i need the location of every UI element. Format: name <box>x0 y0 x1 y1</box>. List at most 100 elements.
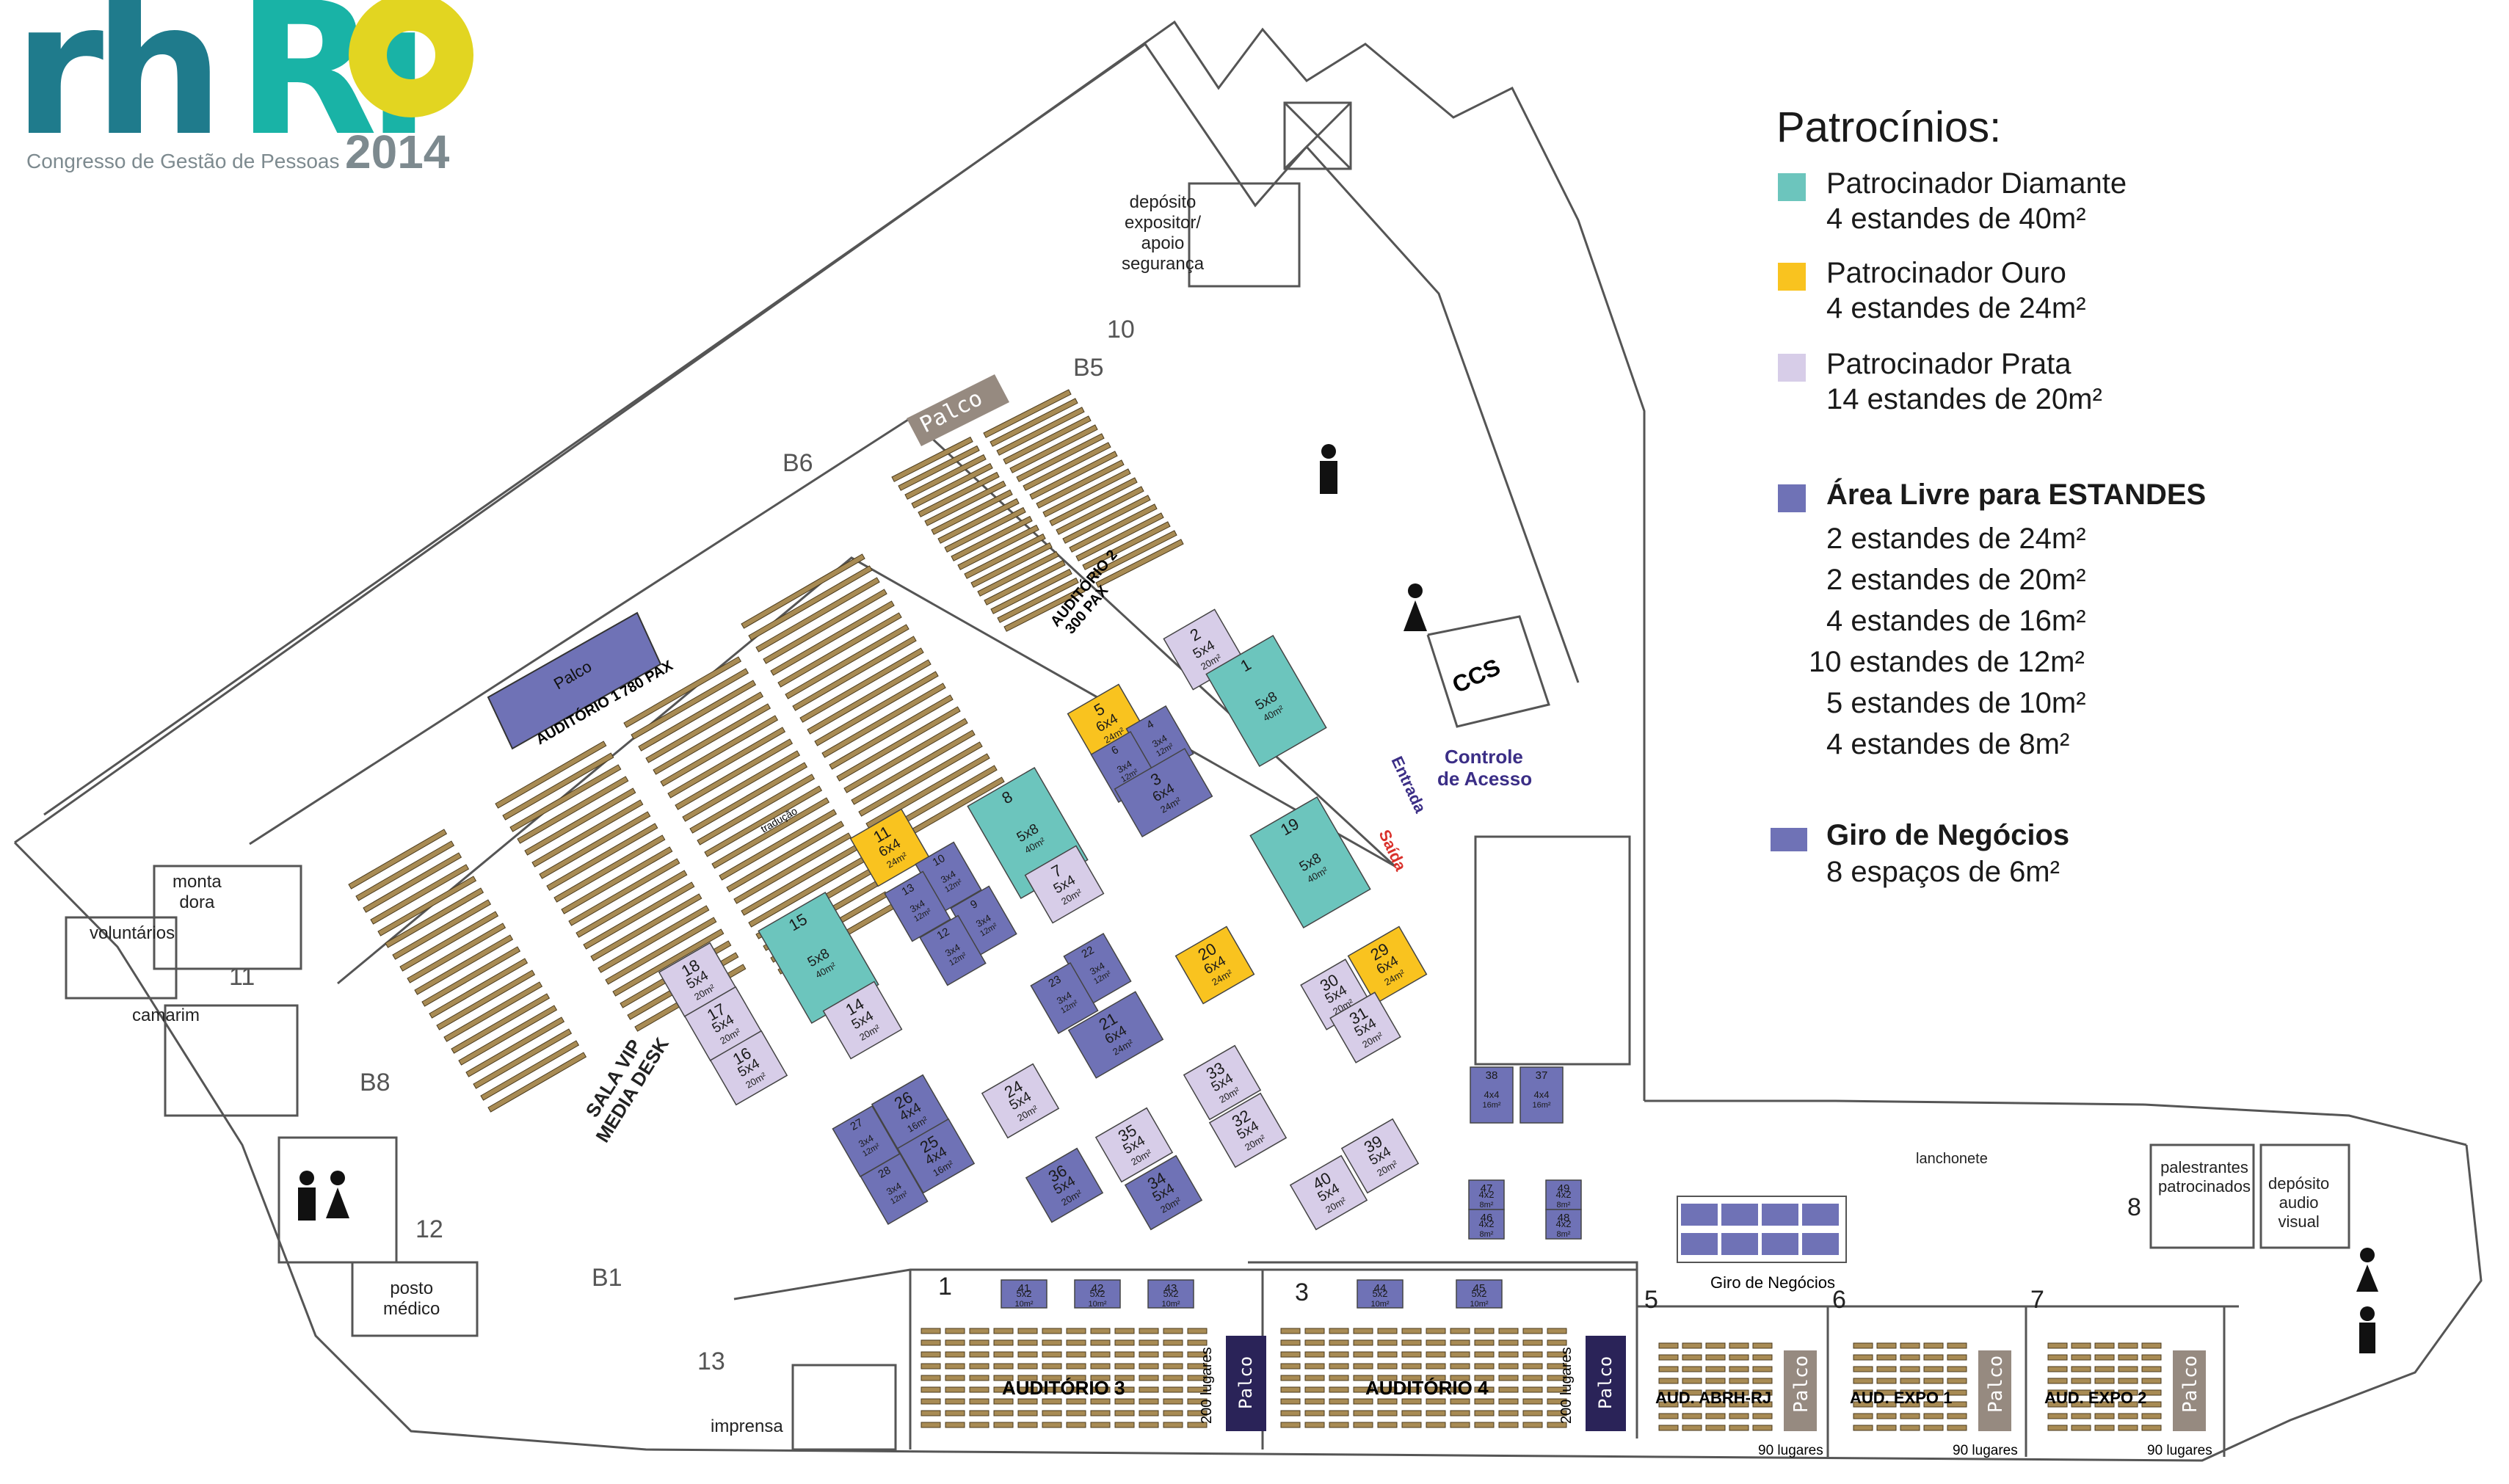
seat-row <box>1729 1401 1749 1408</box>
booth-rect[interactable] <box>1067 991 1164 1079</box>
seat-row <box>1923 1413 1944 1419</box>
imprensa-label: imprensa <box>711 1416 783 1436</box>
booth-rect[interactable] <box>1519 1066 1564 1124</box>
booth-rect[interactable] <box>1024 845 1105 924</box>
seat-row <box>1729 1425 1749 1431</box>
seat-row <box>1547 1328 1567 1334</box>
booth-rect[interactable] <box>1147 1279 1194 1309</box>
booth-rect[interactable] <box>896 1118 976 1194</box>
booth-rect[interactable] <box>1545 1179 1582 1210</box>
booth-rect[interactable] <box>1174 925 1255 1005</box>
seat-row <box>1658 1378 1679 1384</box>
seat-row <box>1377 1386 1398 1393</box>
booth-rect[interactable] <box>1124 1154 1203 1231</box>
booth-rect[interactable] <box>1205 634 1327 768</box>
booth-rect[interactable] <box>1468 1209 1505 1240</box>
booth-size: 4x2 <box>1479 1189 1495 1200</box>
booth-rect[interactable] <box>1456 1279 1503 1309</box>
booth-rect[interactable] <box>849 808 930 887</box>
booth-rect[interactable] <box>860 1152 929 1226</box>
booth-rect[interactable] <box>1025 1147 1104 1223</box>
seat-row <box>945 1375 965 1381</box>
seat-row <box>1304 1363 1325 1370</box>
booth-rect[interactable] <box>1468 1179 1505 1210</box>
booth-rect[interactable] <box>822 981 903 1060</box>
seat-row <box>921 1386 941 1393</box>
booth-rect[interactable] <box>1545 1209 1582 1240</box>
seat-row <box>1705 1389 1726 1396</box>
booth-rect[interactable] <box>1329 992 1401 1063</box>
booth-rect[interactable] <box>1094 1107 1174 1183</box>
booth-rect[interactable] <box>1208 1092 1288 1168</box>
restroom-icon <box>298 444 2378 1353</box>
booth-rect[interactable] <box>709 1030 788 1106</box>
stage-aud-expo1 <box>1978 1350 2011 1431</box>
auditorio-3-capacity: 200 lugares <box>1199 1347 1215 1424</box>
seat-row <box>748 565 873 641</box>
booth-rect[interactable] <box>1289 1154 1368 1231</box>
booth-rect[interactable] <box>1470 1066 1514 1124</box>
booth-rect[interactable] <box>1001 1279 1047 1309</box>
seat-row <box>1752 1366 1773 1372</box>
seat-row <box>1304 1328 1325 1334</box>
booth-rect[interactable] <box>1249 796 1371 929</box>
booth-rect[interactable] <box>1340 1118 1420 1194</box>
marker-11: 11 <box>229 963 255 991</box>
seat-row <box>1923 1389 1944 1396</box>
booth-number: 37 <box>1536 1069 1548 1082</box>
booth-rect[interactable] <box>981 1063 1060 1139</box>
logo-rh-text: rh <box>13 0 224 176</box>
booth-rect[interactable] <box>884 870 951 942</box>
booth-rect[interactable] <box>1357 1279 1404 1309</box>
booth-rect[interactable] <box>1074 1279 1121 1309</box>
booth-rect[interactable] <box>1030 961 1099 1035</box>
booth-rect[interactable] <box>1347 925 1428 1005</box>
booth-rect[interactable] <box>1183 1044 1262 1121</box>
seat-row <box>1474 1422 1495 1428</box>
seat-row <box>1853 1366 1873 1372</box>
booth-rect[interactable] <box>1114 747 1213 838</box>
booth-rect[interactable] <box>919 914 987 986</box>
